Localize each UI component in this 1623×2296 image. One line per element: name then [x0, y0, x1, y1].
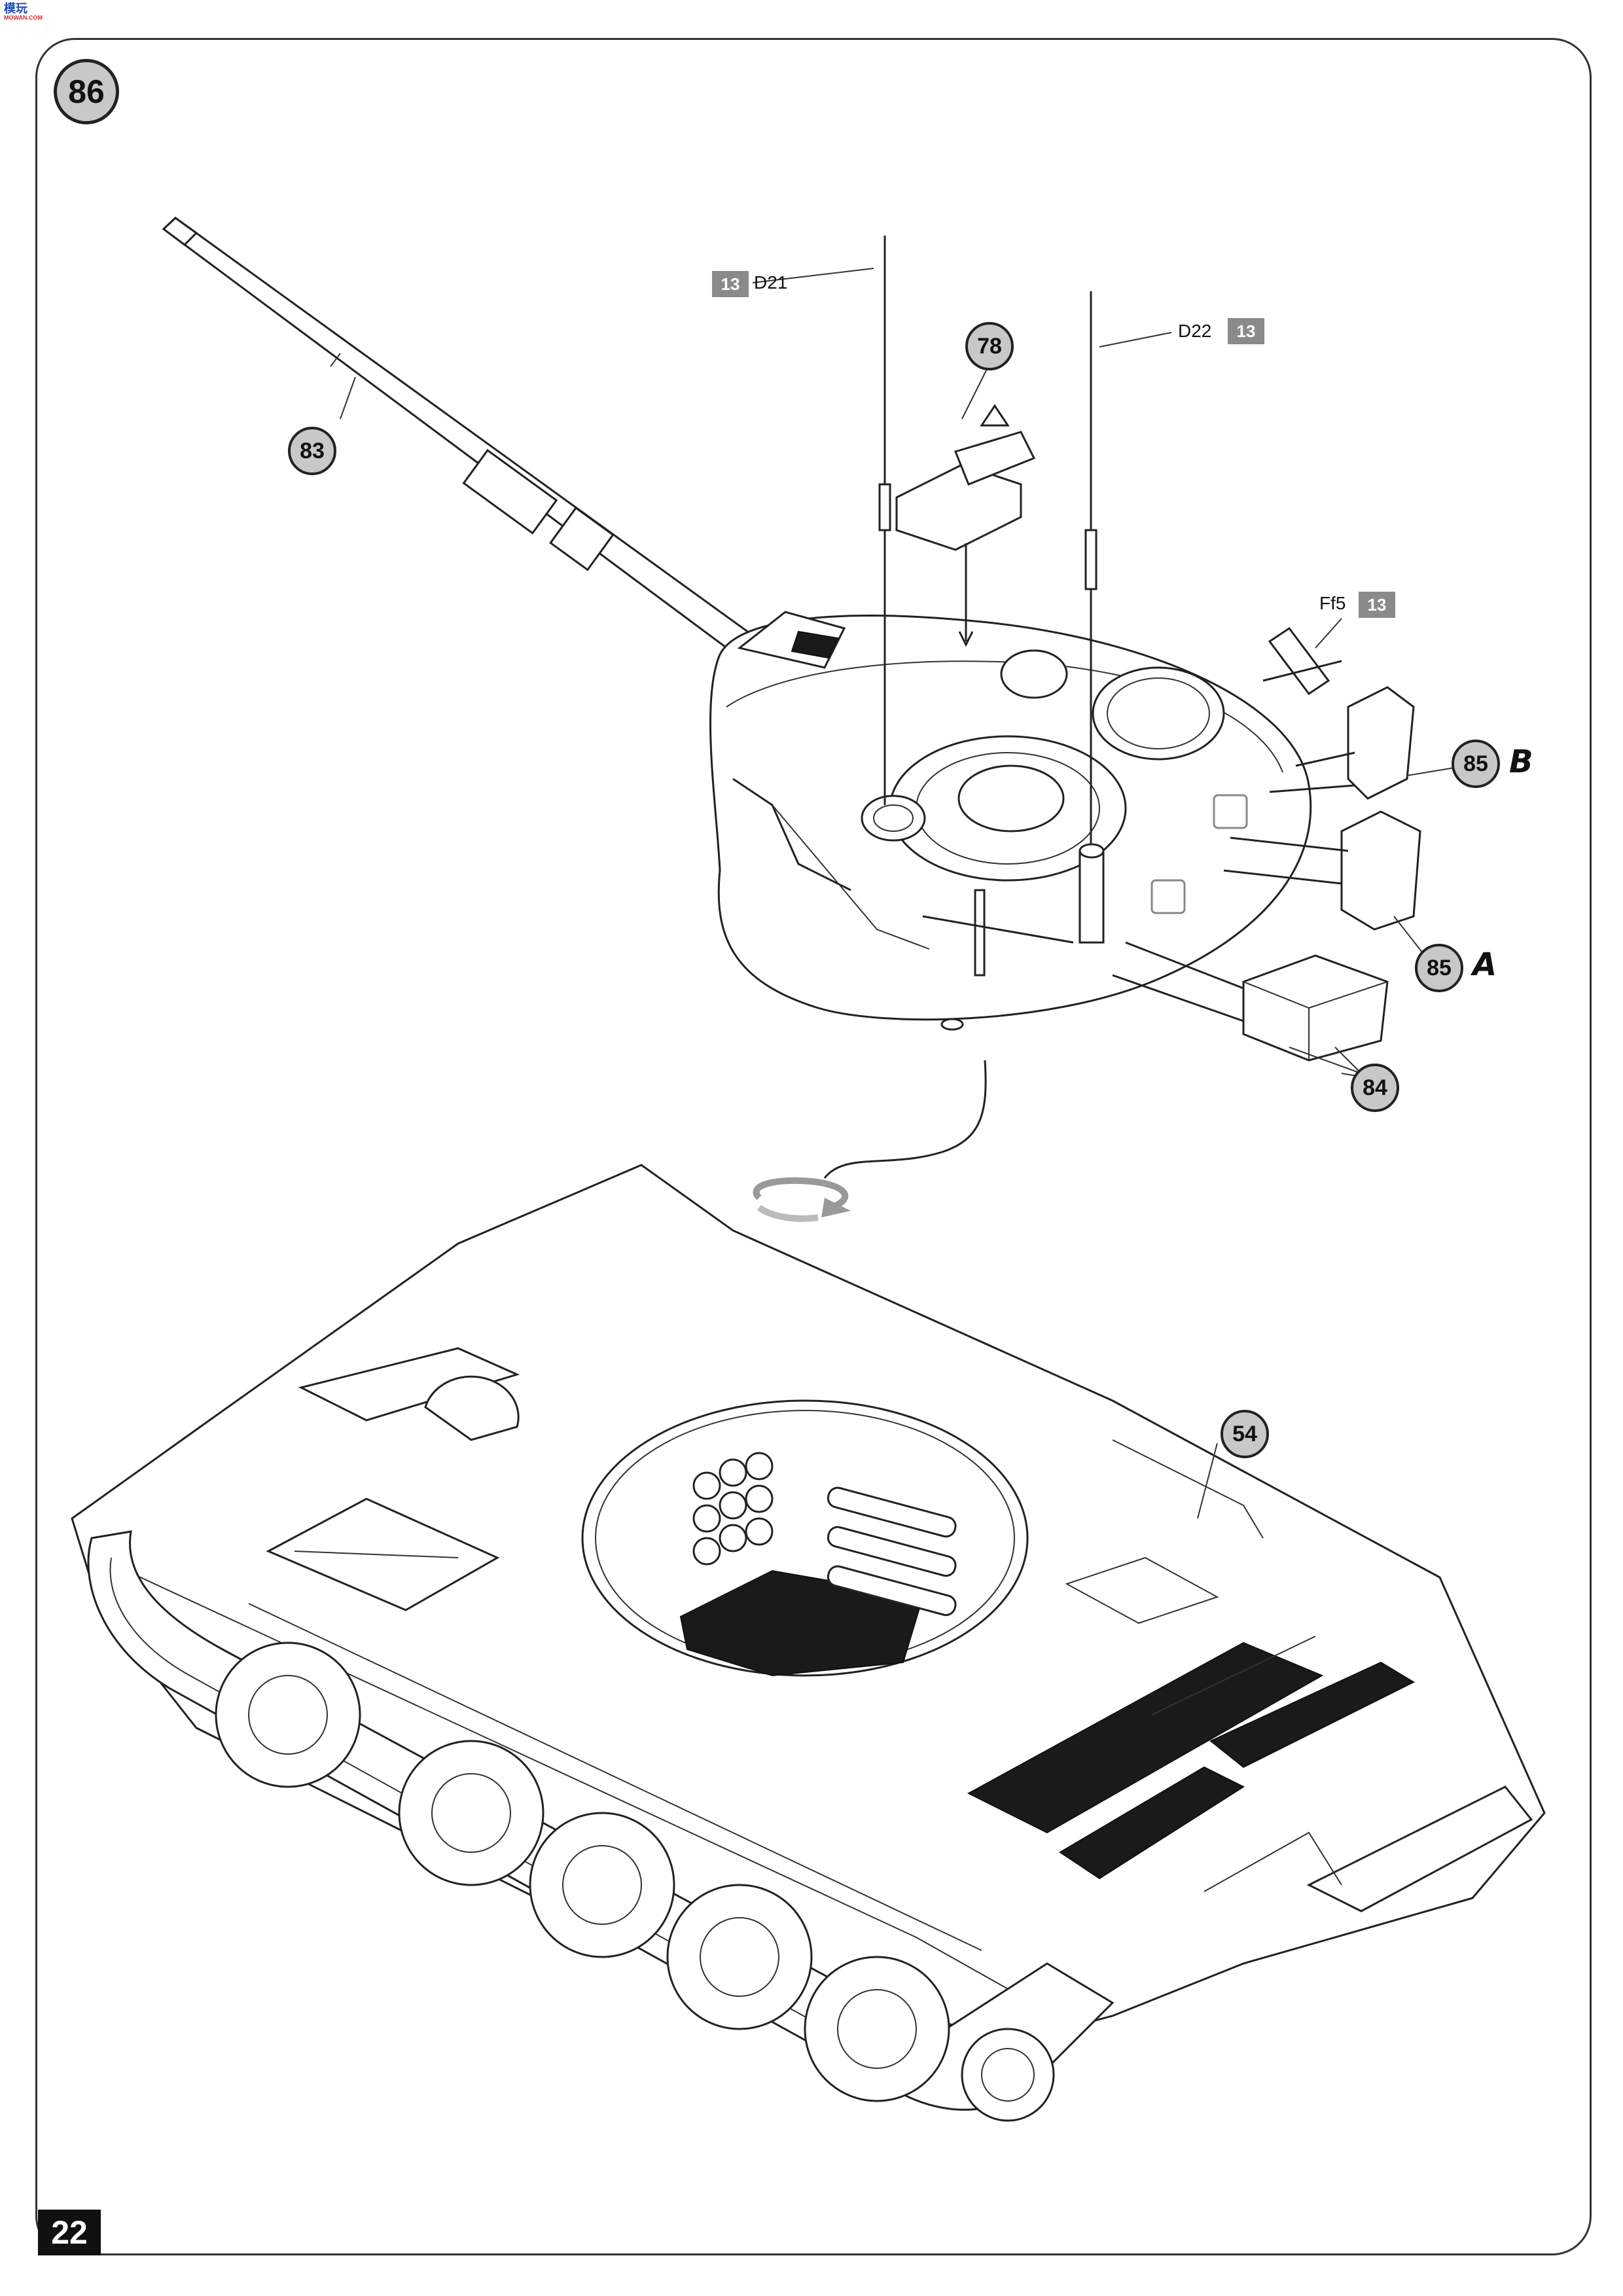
- part-label-d22: D22: [1178, 321, 1212, 341]
- track-and-wheels: [87, 1530, 1115, 2122]
- page-frame: [35, 38, 1592, 2255]
- callout-stowage-85b: 85: [1452, 740, 1500, 788]
- site-logo: 模玩 MOWAN.COM: [4, 3, 50, 22]
- part-label-ff5: Ff5: [1319, 593, 1346, 613]
- callout-hull-54: 54: [1221, 1410, 1269, 1458]
- antenna-d21: [752, 236, 891, 805]
- stowage-box-85b: [1347, 686, 1467, 800]
- callout-machine-gun-78: 78: [965, 322, 1014, 370]
- tank-hull: [71, 1164, 1546, 2043]
- callout-85a-variant: A: [1472, 946, 1497, 983]
- logo-main: 模玩: [4, 2, 27, 15]
- gun-barrel: [162, 217, 768, 664]
- part-label-d21: D21: [754, 272, 788, 293]
- periscope-ff5: [1268, 618, 1342, 696]
- stowage-box-84: [1242, 954, 1389, 1074]
- sprue-d21: 13: [712, 271, 749, 297]
- page-number: 22: [38, 2210, 101, 2255]
- ammo-rack: [692, 1452, 957, 1617]
- sprue-ff5: 13: [1359, 592, 1395, 618]
- callout-85b-variant: B: [1509, 744, 1533, 780]
- step-number: 86: [54, 59, 119, 124]
- stowage-box-85a: [1340, 810, 1431, 963]
- callout-barrel-83: 83: [288, 427, 336, 475]
- machine-gun-78: [895, 366, 1036, 647]
- callout-stowage-84: 84: [1351, 1064, 1399, 1112]
- callout-stowage-85a: 85: [1415, 944, 1463, 992]
- logo-sub: MOWAN.COM: [4, 14, 43, 21]
- sprue-d22: 13: [1228, 318, 1264, 344]
- antenna-d22: [1084, 291, 1172, 844]
- engine-deck-grilles: [967, 1641, 1416, 1880]
- turret-body: [709, 611, 1312, 1031]
- attachment-arrows: [1112, 660, 1355, 1022]
